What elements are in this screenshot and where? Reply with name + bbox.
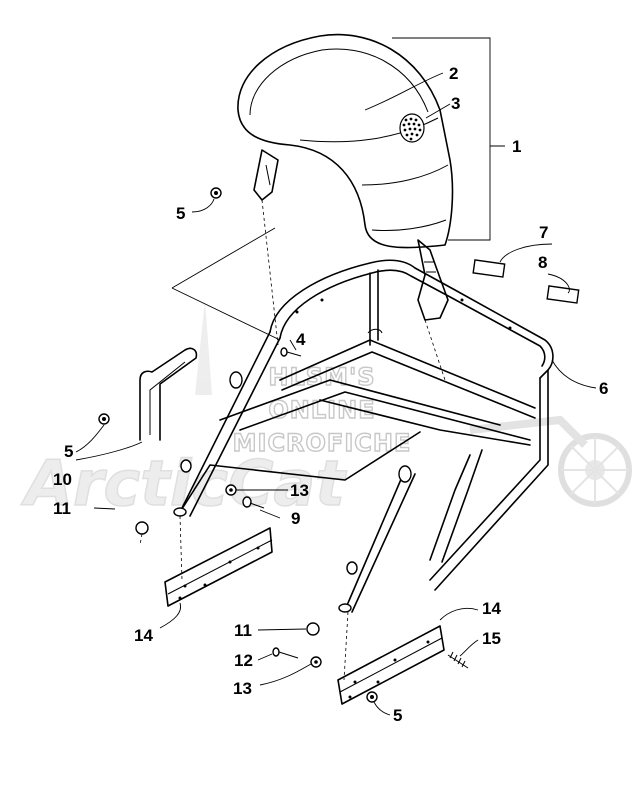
callout-9: 9 <box>291 509 300 528</box>
watermark-line-3: MICROFICHE <box>233 429 412 457</box>
callout-10: 10 <box>53 470 72 489</box>
bolt-12 <box>272 647 299 659</box>
callout-1: 1 <box>512 137 521 156</box>
decal-8 <box>546 285 580 304</box>
mounting-plate-14-left <box>164 527 273 607</box>
alignment-line <box>171 287 281 341</box>
callout-13-upper: 13 <box>290 481 309 500</box>
washer-13-left <box>225 484 237 496</box>
callout-15: 15 <box>482 629 501 648</box>
watermark: ArcticCat HLSM'S ONLINE MICROFICHE <box>19 300 632 521</box>
alignment-line <box>424 319 446 381</box>
callout-13-lower: 13 <box>233 679 252 698</box>
watermark-logo-text: ArcticCat <box>20 447 347 520</box>
nut-5-left <box>98 413 110 425</box>
bolt-4 <box>280 347 302 357</box>
washer-13-right <box>310 656 322 668</box>
backrest-pad <box>237 33 454 321</box>
callout-8: 8 <box>538 253 547 272</box>
callout-5-bottom: 5 <box>393 706 402 725</box>
callout-6: 6 <box>599 379 608 398</box>
callout-5-top: 5 <box>176 204 185 223</box>
leader-lines <box>75 72 597 716</box>
nut-11-left <box>135 521 149 535</box>
bracket-1 <box>392 37 505 241</box>
callout-7: 7 <box>539 223 548 242</box>
callout-11-left: 11 <box>53 499 71 518</box>
callout-4: 4 <box>296 330 306 349</box>
mounting-plate-14-right <box>337 625 445 705</box>
nut-5-bottom <box>366 691 378 703</box>
rack-frame <box>139 259 554 613</box>
nut-11-right <box>306 622 320 636</box>
bolt-9 <box>242 496 265 509</box>
alignment-line <box>171 227 276 289</box>
watermark-line-1: HLSM'S <box>268 363 375 391</box>
watermark-logo: ArcticCat <box>19 300 632 521</box>
decal-7 <box>472 259 506 278</box>
nut-5-top <box>210 187 222 199</box>
callout-labels: 1 2 3 4 5 5 5 6 7 8 9 10 11 11 12 13 13 … <box>53 64 608 725</box>
callout-14-left: 14 <box>134 626 153 645</box>
callout-14-right: 14 <box>482 599 501 618</box>
callout-11-right: 11 <box>234 621 252 640</box>
screw-15 <box>447 651 469 669</box>
callout-3: 3 <box>451 94 460 113</box>
alignment-line <box>261 199 279 346</box>
callout-5-left: 5 <box>64 442 73 461</box>
callout-2: 2 <box>449 64 458 83</box>
callout-12: 12 <box>234 651 253 670</box>
emblem-badge <box>399 113 425 143</box>
